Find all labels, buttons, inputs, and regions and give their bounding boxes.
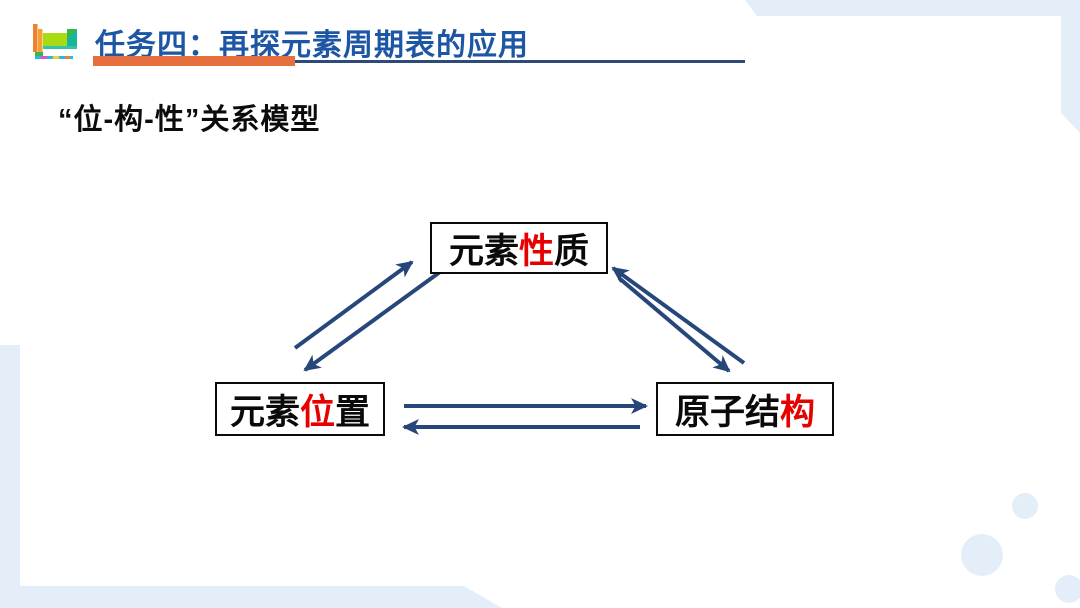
decor-circle-large xyxy=(961,534,1003,576)
node-text: 元素 xyxy=(229,392,300,432)
node-text: 质 xyxy=(554,231,590,271)
arrow-property-to-position xyxy=(303,270,442,372)
node-text-highlight: 性 xyxy=(518,231,554,271)
periodic-table-icon xyxy=(33,24,77,59)
title-underline-orange xyxy=(93,56,295,66)
node-text-highlight: 位 xyxy=(299,392,335,432)
title-underline-navy xyxy=(295,60,745,63)
node-text-highlight: 构 xyxy=(780,392,816,432)
arrow-property-to-structure xyxy=(617,276,731,373)
node-text: 置 xyxy=(335,392,371,432)
arrow-position-to-property xyxy=(293,260,414,350)
node-element-property: 元素性质 xyxy=(430,222,608,274)
decor-circle-edge xyxy=(1055,575,1080,603)
subtitle: “位-构-性”关系模型 xyxy=(58,104,321,136)
node-element-position: 元素位置 xyxy=(215,382,385,436)
node-atomic-structure: 原子结构 xyxy=(656,382,834,436)
top-right-ribbon xyxy=(745,0,1080,133)
decor-circle-small xyxy=(1012,493,1038,519)
arrow-structure-to-property xyxy=(611,266,746,365)
node-text: 元素 xyxy=(448,231,519,271)
node-text: 原子结 xyxy=(674,392,780,432)
